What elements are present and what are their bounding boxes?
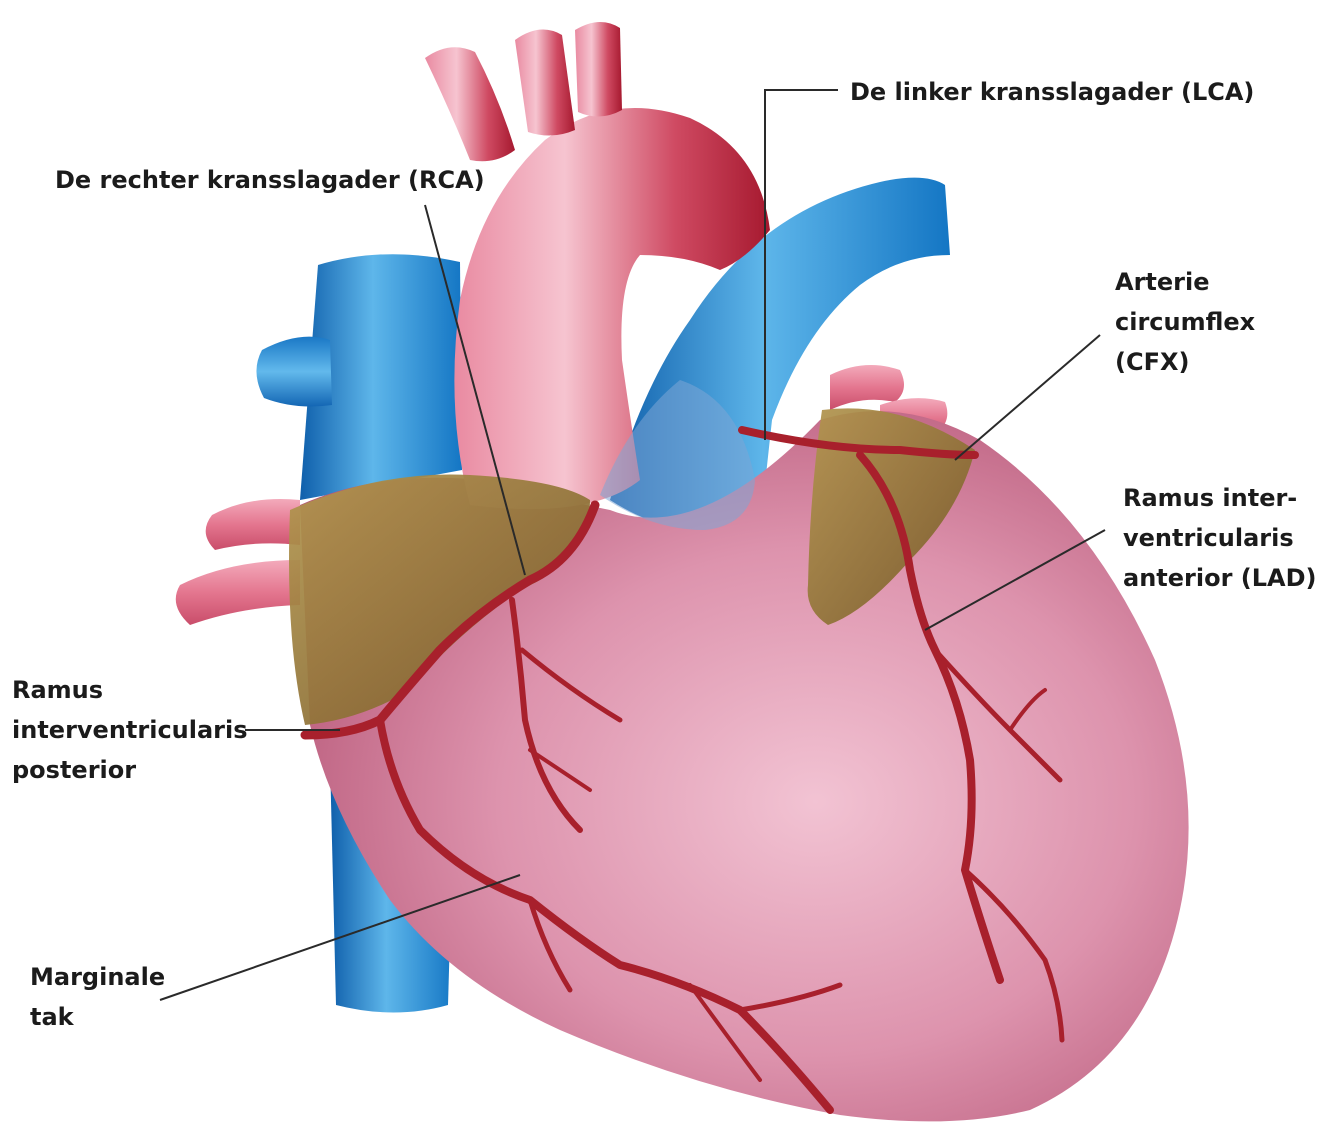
aortic-branch-1 (425, 47, 515, 161)
label-lca: De linker kransslagader (LCA) (850, 72, 1254, 112)
label-pda-line-1: Ramus (12, 670, 248, 710)
label-cfx-line-3: (CFX) (1115, 342, 1255, 382)
label-lad-line-3: anterior (LAD) (1123, 558, 1317, 598)
label-pda-line-2: interventricularis (12, 710, 248, 750)
label-rca: De rechter kransslagader (RCA) (55, 160, 485, 200)
label-lad-line-2: ventricularis (1123, 518, 1317, 558)
brachiocephalic-vein-stub (256, 337, 332, 407)
pulmonary-vein-left-upper (206, 499, 300, 550)
label-lad-line-1: Ramus inter- (1123, 478, 1317, 518)
label-cfx-line-2: circumflex (1115, 302, 1255, 342)
label-cfx: Arterie circumflex (CFX) (1115, 262, 1255, 382)
leader-line-cfx (955, 335, 1100, 460)
label-marginal-line-1: Marginale (30, 957, 165, 997)
label-cfx-line-1: Arterie (1115, 262, 1255, 302)
label-marginal: Marginale tak (30, 957, 165, 1037)
label-pda: Ramus interventricularis posterior (12, 670, 248, 790)
pulmonary-vein-left-lower (176, 560, 300, 625)
label-lad: Ramus inter- ventricularis anterior (LAD… (1123, 478, 1317, 598)
label-marginal-line-2: tak (30, 997, 165, 1037)
aortic-branch-3 (575, 22, 622, 117)
aortic-branch-2 (515, 30, 575, 136)
label-pda-line-3: posterior (12, 750, 248, 790)
